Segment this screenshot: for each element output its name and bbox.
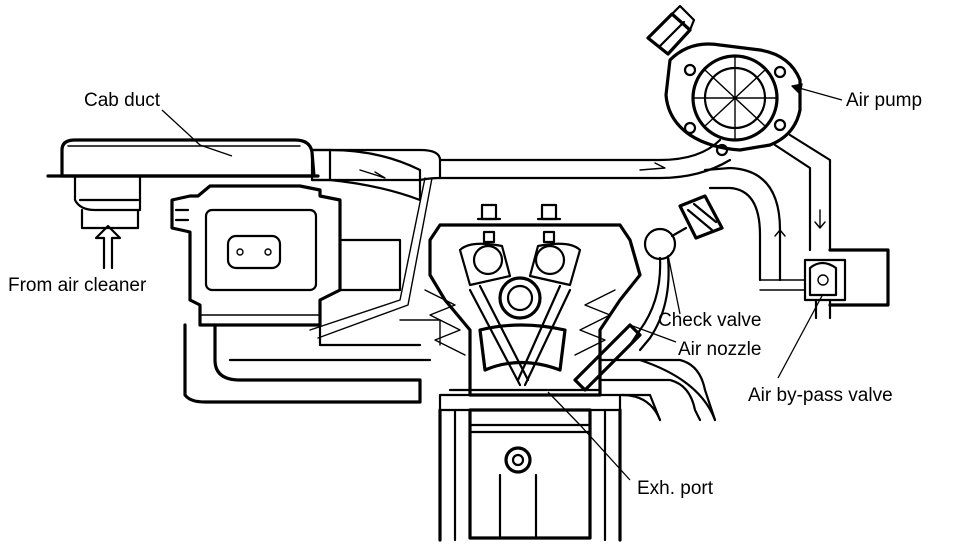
engine-block xyxy=(438,408,622,542)
carburetor xyxy=(170,184,402,327)
air-pump xyxy=(646,4,802,157)
label-from-air-cleaner: From air cleaner xyxy=(8,275,147,296)
label-air-pump: Air pump xyxy=(846,90,922,111)
pump-outlet-pipe xyxy=(773,133,832,252)
air-nozzle-line xyxy=(628,256,670,352)
cab-duct-housing xyxy=(46,138,422,230)
label-cab-duct: Cab duct xyxy=(84,90,161,111)
exhaust-pipe-curves xyxy=(620,358,717,422)
label-check-valve: Check valve xyxy=(658,310,762,331)
label-air-bypass-valve: Air by-pass valve xyxy=(748,385,893,406)
check-valve-pipe xyxy=(703,166,782,282)
label-air-nozzle: Air nozzle xyxy=(678,339,761,360)
check-valve xyxy=(643,194,724,261)
intake-manifold xyxy=(183,319,441,404)
air-bypass-valve xyxy=(759,248,890,320)
label-exh-port: Exh. port xyxy=(637,478,714,499)
air-nozzle xyxy=(573,323,642,392)
leader-lines xyxy=(161,83,843,481)
intake-arrow xyxy=(94,224,122,270)
